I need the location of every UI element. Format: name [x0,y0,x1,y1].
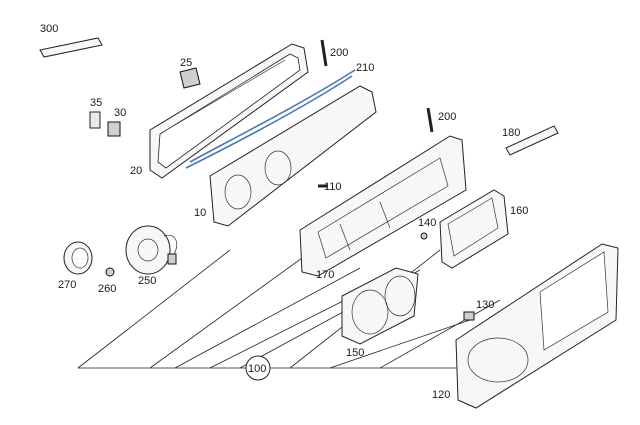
callout-130: 130 [476,299,494,311]
callout-150: 150 [346,347,364,359]
callout-140: 140 [418,217,436,229]
callout-210: 210 [356,62,374,74]
part-150-gauge-cluster [341,267,419,345]
callout-180: 180 [502,127,520,139]
part-35-clip [89,111,101,129]
callout-170: 170 [316,269,334,281]
part-300-label-strip [39,37,103,58]
callout-200-mid: 200 [438,111,456,123]
part-200-screw-b [426,107,434,133]
part-30-switch [107,121,121,137]
part-260-screw [105,267,115,277]
callout-160: 160 [510,205,528,217]
part-270-ring [63,241,93,275]
callout-250: 250 [138,275,156,287]
callout-200-top: 200 [330,47,348,59]
callout-260: 260 [98,283,116,295]
part-25-connector [179,67,201,89]
part-200-screw-a [320,39,328,67]
part-120-cover-glass [455,243,619,409]
callout-25: 25 [180,57,192,69]
callout-10: 10 [194,207,206,219]
part-160-display [439,189,509,269]
part-250-fan [125,225,178,275]
callout-20: 20 [130,165,142,177]
callout-300: 300 [40,23,58,35]
part-180-label-strip [505,125,559,156]
callout-270: 270 [58,279,76,291]
part-130-clip [463,311,475,321]
part-170-bracket [299,135,467,277]
callout-110: 110 [324,181,342,193]
part-10-front-panel [209,85,377,227]
part-140-screw [420,232,428,240]
part-210-cable [185,69,356,169]
leader-lines-100 [77,244,501,369]
callout-35: 35 [90,97,102,109]
callout-100-circle [245,355,271,381]
callout-30: 30 [114,107,126,119]
callout-120: 120 [432,389,450,401]
part-20-frame [149,43,309,179]
callout-100: 100 [248,363,266,375]
